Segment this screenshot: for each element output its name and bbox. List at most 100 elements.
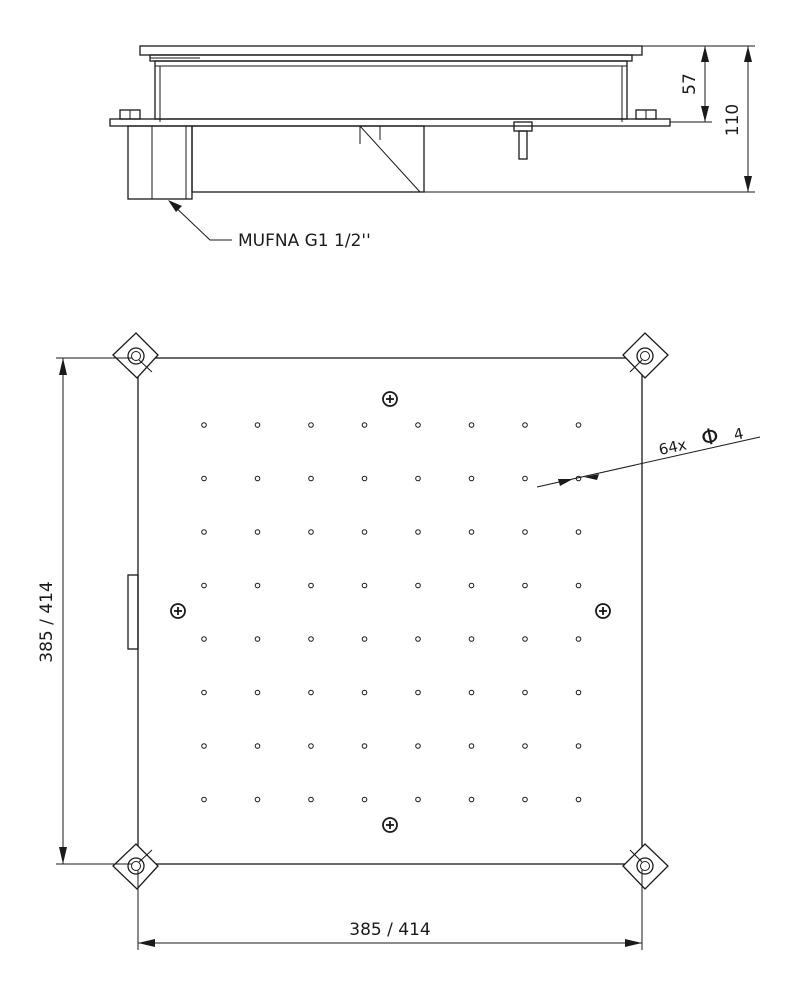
drain-hole	[575, 582, 582, 589]
drain-hole	[254, 689, 261, 696]
drain-hole	[522, 796, 528, 803]
drain-hole	[201, 689, 207, 696]
screw-right	[595, 603, 611, 619]
drain-hole	[522, 689, 528, 696]
drain-hole	[254, 636, 261, 642]
side-view: 57 110 MUFNA G1 1/2''	[109, 45, 755, 251]
screw-bottom	[382, 817, 398, 833]
drain-hole	[201, 582, 207, 589]
drain-hole	[415, 422, 421, 428]
drain-hole	[468, 475, 475, 482]
dim-vertical-label: 385 / 414	[37, 581, 57, 662]
flange	[109, 118, 671, 127]
drain-hole	[468, 636, 475, 642]
flange-bolt-left	[119, 109, 141, 120]
drain-body	[191, 125, 425, 193]
drain-hole	[308, 475, 314, 482]
drain-hole	[201, 743, 207, 749]
drain-hole	[468, 796, 475, 803]
drain-hole	[201, 529, 207, 535]
drain-hole	[575, 689, 582, 696]
drain-hole	[468, 422, 475, 428]
drain-hole	[201, 796, 207, 803]
hole-diameter-value: 4	[732, 424, 745, 444]
drain-hole	[361, 475, 368, 482]
drain-hole	[468, 582, 475, 589]
drain-hole	[415, 529, 421, 535]
drain-hole	[575, 422, 582, 428]
drain-hole	[468, 743, 475, 749]
drain-hole	[308, 636, 314, 642]
drain-hole	[201, 475, 207, 482]
dim-horizontal: 385 / 414	[137, 870, 643, 950]
hole-count-label: 64x	[657, 435, 688, 458]
dim-vertical: 385 / 414	[37, 357, 132, 865]
drain-hole	[361, 743, 368, 749]
drain-hole	[575, 636, 582, 642]
hole-callout: 64x Φ 4	[536, 424, 761, 488]
drain-hole	[254, 796, 261, 803]
drain-hole	[308, 689, 314, 696]
hole-grid	[201, 422, 582, 803]
drain-hole	[522, 582, 528, 589]
plate	[137, 357, 643, 865]
flange-bolt-right	[635, 109, 657, 120]
drain-hole	[254, 582, 261, 589]
frame-body	[154, 60, 628, 120]
grate-rim	[149, 54, 633, 62]
screw-left	[170, 603, 186, 619]
corner-lug-bottom-right	[622, 843, 669, 890]
dim-horizontal-label: 385 / 414	[349, 920, 430, 940]
drain-hole	[522, 529, 528, 535]
dim-57: 57	[642, 45, 712, 123]
drain-hole	[468, 689, 475, 696]
drain-hole	[201, 422, 207, 428]
top-grate	[139, 45, 643, 56]
corner-lug-bottom-left	[112, 843, 159, 890]
drain-hole	[415, 689, 421, 696]
drain-hole	[308, 743, 314, 749]
socket-mufna	[127, 125, 193, 200]
dim-110: 110	[424, 45, 755, 193]
drain-hole	[575, 796, 582, 803]
drain-hole	[361, 796, 368, 803]
socket-leader: MUFNA G1 1/2''	[168, 200, 371, 251]
drain-hole	[254, 743, 261, 749]
screw-top	[382, 391, 398, 407]
drain-hole	[522, 422, 528, 428]
corner-lug-top-left	[112, 332, 159, 379]
top-view: 64x Φ 4 385 / 414 385 / 414	[37, 332, 761, 950]
drain-hole	[361, 636, 368, 642]
drain-hole	[468, 529, 475, 535]
drain-hole	[308, 422, 314, 428]
dim-110-label: 110	[723, 104, 743, 136]
drain-hole	[575, 529, 582, 535]
corner-lug-top-right	[622, 332, 669, 379]
drain-hole	[254, 475, 261, 482]
drain-hole	[308, 529, 314, 535]
drain-hole	[254, 422, 261, 428]
drain-hole	[361, 582, 368, 589]
drain-hole	[415, 796, 421, 803]
drain-hole	[522, 743, 528, 749]
hole-diameter-symbol: Φ	[699, 424, 721, 452]
drain-hole	[575, 743, 582, 749]
drain-hole	[415, 475, 421, 482]
drain-hole	[201, 636, 207, 642]
drain-hole	[361, 422, 368, 428]
socket-label: MUFNA G1 1/2''	[238, 231, 371, 251]
dim-57-label: 57	[680, 73, 700, 95]
drain-hole	[308, 796, 314, 803]
drain-hole	[522, 475, 528, 482]
drain-hole	[415, 636, 421, 642]
drain-hole	[361, 689, 368, 696]
adjustment-screw	[513, 121, 533, 160]
drain-hole	[415, 582, 421, 589]
drain-hole	[522, 636, 528, 642]
drain-hole	[308, 582, 314, 589]
side-tab	[127, 574, 139, 650]
drain-hole	[254, 529, 261, 535]
drain-hole	[361, 529, 368, 535]
drain-hole	[415, 743, 421, 749]
